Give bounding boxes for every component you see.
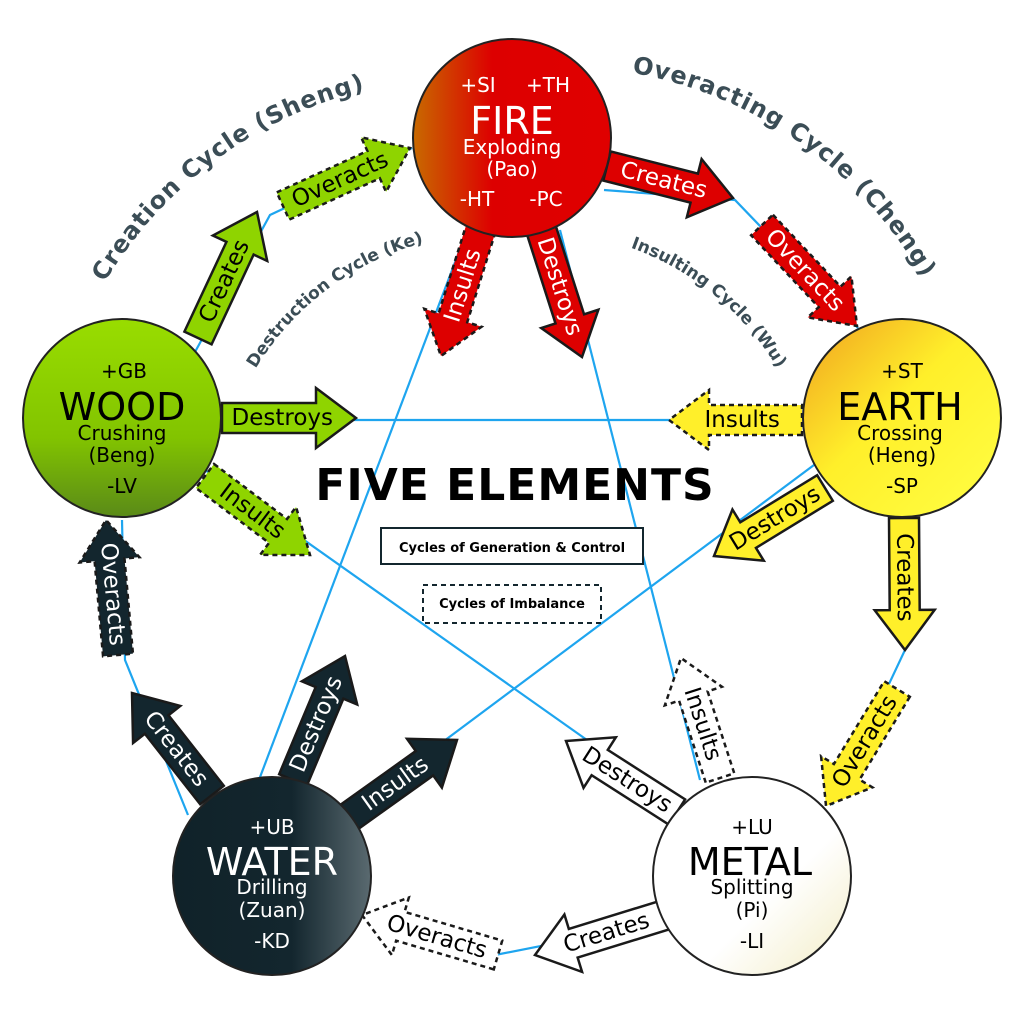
water-overacts-arrow-shape	[77, 517, 143, 658]
legend-control-label: Cycles of Generation & Control	[399, 541, 625, 556]
metal-overacts-arrow-shape	[360, 895, 504, 971]
fire-top-left: +SI	[460, 73, 495, 97]
wood-destroys-arrow-shape	[220, 385, 359, 451]
earth-overacts-arrow-label: Overacts	[827, 691, 903, 793]
wood-action: Crushing	[78, 421, 167, 445]
metal-destroys-arrow-shape	[564, 735, 687, 827]
wood-destroys-arrow: Destroys	[220, 385, 359, 451]
metal-insults-arrow: Insults	[662, 656, 736, 785]
earth-destroys-arrow: Destroys	[712, 473, 835, 563]
water-chinese: (Zuan)	[239, 898, 306, 922]
legend-imbalance: Cycles of Imbalance	[422, 584, 602, 624]
metal-creates-arrow: Creates	[533, 899, 671, 974]
earth-overacts-arrow: Overacts	[819, 679, 912, 808]
fire-destroys-arrow-label: Destroys	[532, 234, 588, 339]
earth-element: +ST EARTH Crossing (Heng) -SP	[802, 318, 1002, 518]
water-element: +UB WATER Drilling (Zuan) -KD	[172, 776, 372, 976]
metal-name: METAL	[688, 840, 812, 884]
legend-control: Cycles of Generation & Control	[380, 527, 644, 565]
line-water-fire	[238, 227, 470, 831]
wood-name: WOOD	[59, 385, 186, 429]
water-creates-arrow: Creates	[130, 691, 226, 807]
earth-creates-arrow-label: Creates	[891, 533, 918, 622]
earth-overacts-arrow-shape	[819, 679, 912, 808]
metal-element: +LU METAL Splitting (Pi) -LI	[652, 776, 852, 976]
fire-element: +SI +TH FIRE Exploding (Pao) -HT -PC	[412, 38, 612, 238]
fire-creates-arrow: Creates	[601, 149, 736, 220]
water-name: WATER	[206, 840, 338, 884]
metal-overacts-arrow-label: Overacts	[384, 910, 490, 964]
metal-action: Splitting	[710, 875, 793, 899]
earth-name: EARTH	[837, 385, 962, 429]
wood-destroys-arrow-label: Destroys	[232, 405, 333, 431]
earth-bottom: -SP	[886, 474, 918, 498]
wood-bottom: -LV	[107, 474, 137, 498]
fire-destroys-arrow-shape	[525, 222, 601, 359]
metal-bottom: -LI	[740, 929, 764, 953]
earth-insults-arrow-shape	[666, 387, 804, 453]
metal-insults-arrow-shape	[662, 656, 736, 785]
main-title: FIVE ELEMENTS	[315, 460, 714, 511]
earth-insults-arrow: Insults	[666, 387, 804, 453]
wood-overacts-arrow: Overacts	[275, 135, 412, 222]
insulting-cycle-title: Insulting Cycle (Wu)	[629, 234, 791, 371]
wood-element: +GB WOOD Crushing (Beng) -LV	[22, 318, 222, 518]
wood-creates-arrow-shape	[182, 210, 269, 347]
fire-action: Exploding	[463, 135, 562, 159]
water-insults-arrow-shape	[334, 737, 459, 834]
earth-chinese: (Heng)	[868, 443, 936, 467]
water-action: Drilling	[236, 875, 307, 899]
earth-destroys-arrow-label: Destroys	[725, 481, 825, 556]
fire-destroys-arrow: Destroys	[525, 222, 601, 359]
fire-overacts-arrow-label: Overacts	[760, 224, 850, 317]
fire-chinese: (Pao)	[486, 157, 537, 181]
wood-chinese: (Beng)	[88, 443, 155, 467]
water-destroys-arrow-shape	[277, 654, 360, 788]
wood-insults-arrow: Insults	[194, 462, 312, 557]
earth-creates-arrow-shape	[872, 516, 938, 653]
metal-chinese: (Pi)	[736, 898, 769, 922]
earth-creates-arrow: Creates	[872, 516, 938, 653]
water-creates-arrow-shape	[130, 691, 226, 807]
earth-top: +ST	[881, 359, 923, 383]
metal-destroys-arrow-label: Destroys	[577, 742, 677, 819]
metal-overacts-arrow: Overacts	[360, 895, 504, 971]
water-overacts-arrow: Overacts	[77, 517, 143, 658]
fire-insults-arrow-shape	[422, 221, 497, 358]
metal-creates-arrow-shape	[533, 899, 671, 974]
fire-bottom-left: -HT	[460, 187, 495, 211]
wood-overacts-arrow-shape	[275, 135, 412, 222]
water-creates-arrow-label: Creates	[138, 706, 213, 792]
fire-creates-arrow-shape	[601, 149, 736, 220]
earth-destroys-arrow-shape	[712, 473, 835, 563]
earth-insults-arrow-label: Insults	[704, 407, 779, 433]
wood-top: +GB	[101, 359, 147, 383]
earth-action: Crossing	[857, 421, 943, 445]
fire-top-right: +TH	[526, 73, 570, 97]
fire-insults-arrow: Insults	[422, 221, 497, 358]
wood-insults-arrow-shape	[194, 462, 312, 557]
fire-bottom-right: -PC	[529, 187, 562, 211]
legend-imbalance-label: Cycles of Imbalance	[439, 597, 585, 612]
water-top: +UB	[249, 815, 294, 839]
destruction-cycle-title: Destruction Cycle (Ke)	[243, 228, 425, 371]
metal-creates-arrow-label: Creates	[560, 908, 652, 959]
metal-top: +LU	[731, 815, 773, 839]
water-bottom: -KD	[254, 929, 290, 953]
fire-name: FIRE	[470, 99, 553, 143]
fire-overacts-arrow-shape	[749, 212, 859, 328]
